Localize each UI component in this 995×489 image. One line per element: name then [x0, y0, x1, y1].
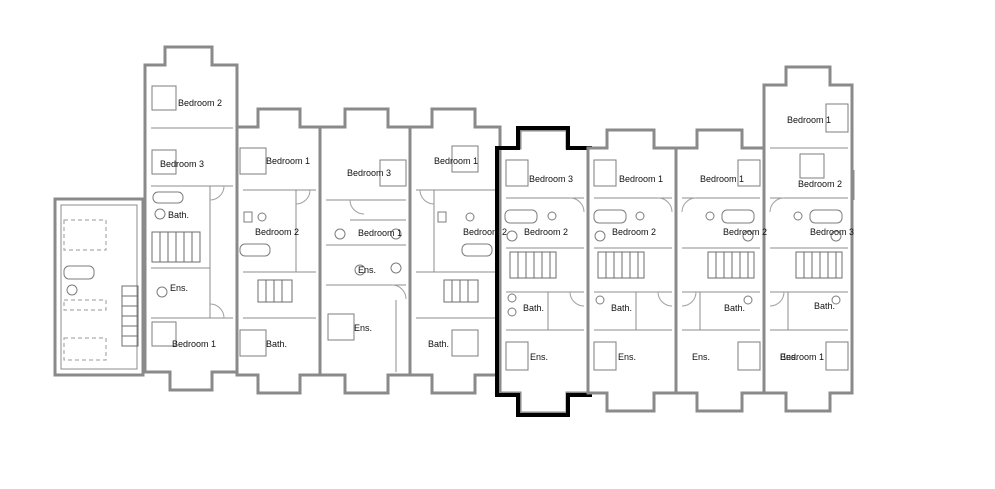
label-u3-bedroom3: Bedroom 3 [347, 168, 391, 178]
unit-9 [762, 65, 855, 413]
label-u2-bedroom2: Bedroom 2 [178, 98, 222, 108]
label-u6-bedroom1: Bedroom 1 [619, 174, 663, 184]
label-u9-ens: Ens. [780, 352, 798, 362]
label-u2-bedroom1: Bedroom 1 [266, 156, 310, 166]
label-u5-bedroom2: Bedroom 2 [463, 227, 507, 237]
unit-4 [318, 107, 412, 395]
label-u4-ens-bottom: Ens. [354, 323, 372, 333]
label-u9-bath: Bath. [814, 301, 835, 311]
label-u2-ens: Ens. [170, 283, 188, 293]
unit-5 [408, 107, 502, 395]
label-u1-bedroom1: Bedroom 1 [172, 339, 216, 349]
label-u2-bath: Bath. [168, 210, 189, 220]
label-u3-bath: Bath. [266, 339, 287, 349]
label-u9-bedroom1: Bedroom 1 [780, 352, 824, 362]
label-u7-bedroom1: Bedroom 1 [700, 174, 744, 184]
label-u4-ens-top: Ens. [358, 265, 376, 275]
label-u6-ens: Ens. [530, 352, 548, 362]
label-u8-bedroom1: Bedroom 1 [787, 115, 831, 125]
label-u8-bedroom2: Bedroom 2 [723, 227, 767, 237]
label-u4-bedroom1: Bedroom 1 [358, 228, 402, 238]
unit-7 [586, 128, 678, 413]
label-u6-bath: Bath. [523, 303, 544, 313]
label-u5-bedroom3: Bedroom 3 [529, 174, 573, 184]
label-u7-bath: Bath. [611, 303, 632, 313]
label-u9-bedroom3: Bedroom 3 [810, 227, 854, 237]
unit-1 [53, 197, 145, 377]
label-u8-bath: Bath. [724, 303, 745, 313]
unit-2 [143, 45, 239, 392]
label-u8-ens: Ens. [692, 352, 710, 362]
label-u3-bedroom2: Bedroom 2 [255, 227, 299, 237]
label-u2-bedroom3: Bedroom 3 [160, 159, 204, 169]
label-u7-ens: Ens. [618, 352, 636, 362]
label-u9-bedroom2: Bedroom 2 [798, 179, 842, 189]
unit-3 [235, 107, 322, 395]
highlighted-unit-outline [495, 126, 592, 417]
room-labels: Bedroom 1 Bedroom 2 Bedroom 3 Bath. Ens.… [160, 98, 854, 362]
label-u7-bedroom2: Bedroom 2 [612, 227, 656, 237]
label-u4-bedroom1b: Bedroom 1 [434, 156, 478, 166]
label-u5-bath: Bath. [428, 339, 449, 349]
unit-8 [674, 128, 766, 413]
unit-6 [495, 126, 592, 417]
label-u6-bedroom2: Bedroom 2 [524, 227, 568, 237]
